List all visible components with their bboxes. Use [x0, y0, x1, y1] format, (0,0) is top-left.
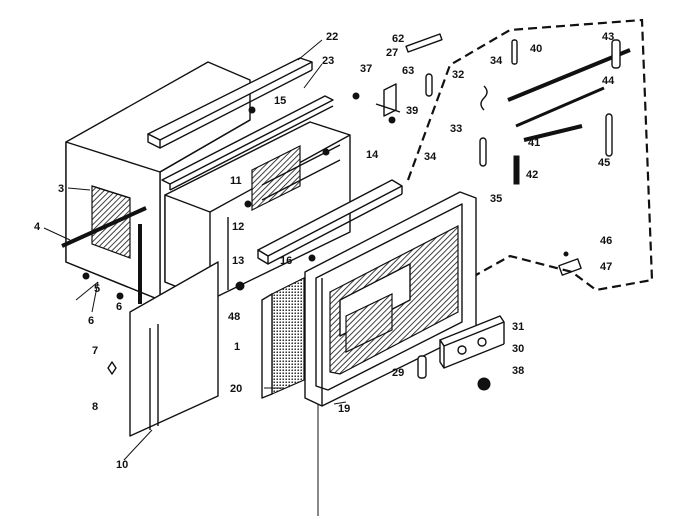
- internal-parts: [479, 39, 631, 276]
- callout-40: 40: [530, 43, 542, 55]
- callout-31: 31: [512, 321, 524, 333]
- hardware-parts: [82, 106, 330, 375]
- callout-20: 20: [230, 383, 242, 395]
- callout-37: 37: [360, 63, 372, 75]
- callout-4: 4: [34, 221, 41, 233]
- side-panel-part: [129, 261, 219, 437]
- control-knob-part: [477, 377, 491, 391]
- callout-12: 12: [232, 221, 244, 233]
- control-panel-part: [439, 315, 505, 369]
- callout-5: 5: [94, 283, 100, 295]
- callout-48: 48: [228, 311, 240, 323]
- callout-6-right: 6: [116, 301, 122, 313]
- top-rail-part: [147, 57, 313, 149]
- leader-lines: [43, 39, 347, 461]
- callout-43: 43: [602, 31, 614, 43]
- callout-46: 46: [600, 235, 612, 247]
- callout-32: 32: [452, 69, 464, 81]
- callout-7: 7: [92, 345, 98, 357]
- callout-44: 44: [602, 75, 615, 87]
- callout-11: 11: [230, 175, 242, 187]
- callout-42: 42: [526, 169, 538, 181]
- callout-1: 1: [234, 341, 240, 353]
- callout-30: 30: [512, 343, 524, 355]
- front-grille-part: [304, 191, 477, 407]
- callout-45: 45: [598, 157, 610, 169]
- callout-6-left: 6: [88, 315, 94, 327]
- callout-14: 14: [366, 149, 379, 161]
- callout-13: 13: [232, 255, 244, 267]
- support-rail-part: [161, 95, 334, 191]
- callout-labels: 22 23 15 62 27 37 63 39 32 34 40 43 44 3…: [34, 31, 615, 471]
- callout-34-mid: 34: [424, 151, 437, 163]
- callout-38: 38: [512, 365, 524, 377]
- callout-35: 35: [490, 193, 502, 205]
- callout-33: 33: [450, 123, 462, 135]
- callout-3: 3: [58, 183, 64, 195]
- callout-62: 62: [392, 33, 404, 45]
- small-bracket-part: [417, 355, 427, 379]
- callout-19: 19: [338, 403, 350, 415]
- callout-29: 29: [392, 367, 404, 379]
- front-rail-part: [257, 179, 403, 265]
- callout-41: 41: [528, 137, 540, 149]
- callout-23: 23: [322, 55, 334, 67]
- callout-27: 27: [386, 47, 398, 59]
- air-filter-part: [261, 277, 305, 399]
- callout-47: 47: [600, 261, 612, 273]
- rod-part: [61, 206, 147, 304]
- callout-39: 39: [406, 105, 418, 117]
- callout-63: 63: [402, 65, 414, 77]
- callout-22: 22: [326, 31, 338, 43]
- callout-10: 10: [116, 459, 128, 471]
- callout-34-top: 34: [490, 55, 503, 67]
- callout-15: 15: [274, 95, 286, 107]
- mount-bracket-part: [352, 33, 443, 124]
- callout-16: 16: [280, 255, 292, 267]
- internal-parts-boundary: [406, 18, 654, 292]
- callout-8: 8: [92, 401, 98, 413]
